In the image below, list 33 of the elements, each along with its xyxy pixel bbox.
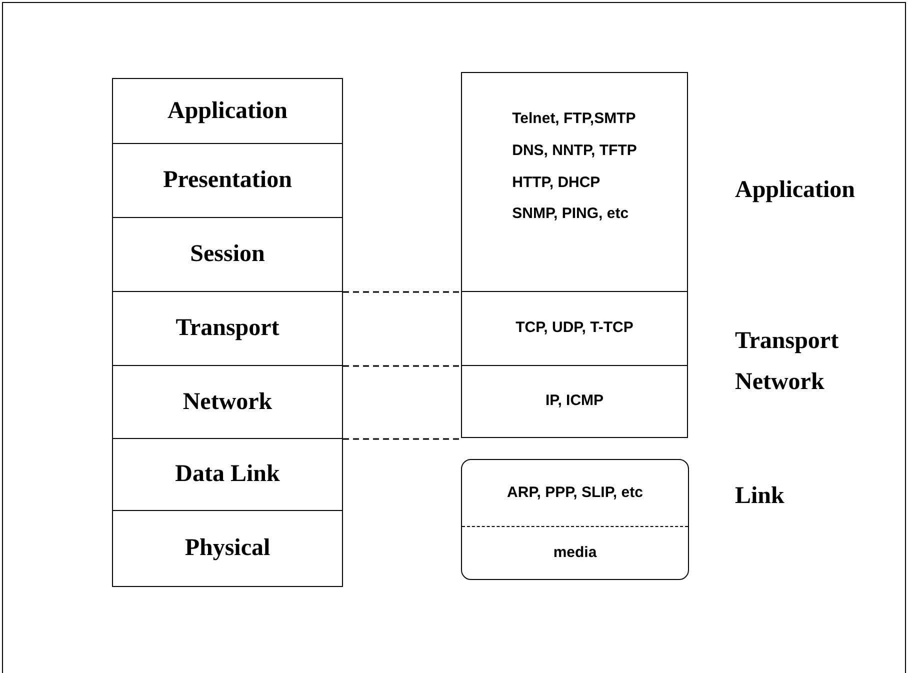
protocol-list: media	[553, 542, 597, 564]
protocol-list: SNMP, PING, etc	[512, 205, 629, 224]
protocol-box	[461, 364, 688, 438]
layer-box	[112, 78, 343, 144]
layer-name: Data Link	[175, 460, 280, 490]
layer-label: Application	[735, 176, 856, 205]
layer-name: Presentation	[163, 166, 292, 196]
protocol-list: TCP, UDP, T-TCP	[516, 317, 634, 340]
protocol-list: ARP, PPP, SLIP, etc	[507, 482, 643, 504]
layer-box	[112, 142, 343, 218]
layer-name: Network	[182, 388, 272, 417]
layer-box	[112, 216, 343, 292]
layer-box	[112, 290, 343, 366]
protocol-box	[461, 72, 688, 292]
protocol-box	[461, 459, 689, 580]
layer-name: Application	[167, 97, 288, 126]
protocol-box	[461, 290, 688, 366]
layer-box	[112, 364, 343, 439]
layer-label: Network	[735, 368, 824, 397]
protocol-list: Telnet, FTP,SMTP	[512, 110, 636, 129]
layer-name: Session	[190, 240, 265, 270]
protocol-list: IP, ICMP	[545, 390, 604, 412]
layer-box	[112, 510, 343, 587]
layer-name: Physical	[184, 534, 270, 564]
layer-name: Transport	[176, 314, 280, 344]
layer-box	[112, 438, 343, 511]
layer-label: Transport	[735, 327, 839, 356]
dashed-connector	[343, 291, 461, 293]
dashed-connector	[343, 438, 461, 440]
layer-label: Link	[735, 482, 784, 511]
dashed-connector	[343, 365, 461, 367]
protocol-list: HTTP, DHCP	[512, 174, 600, 192]
protocol-list: DNS, NNTP, TFTP	[512, 142, 637, 160]
